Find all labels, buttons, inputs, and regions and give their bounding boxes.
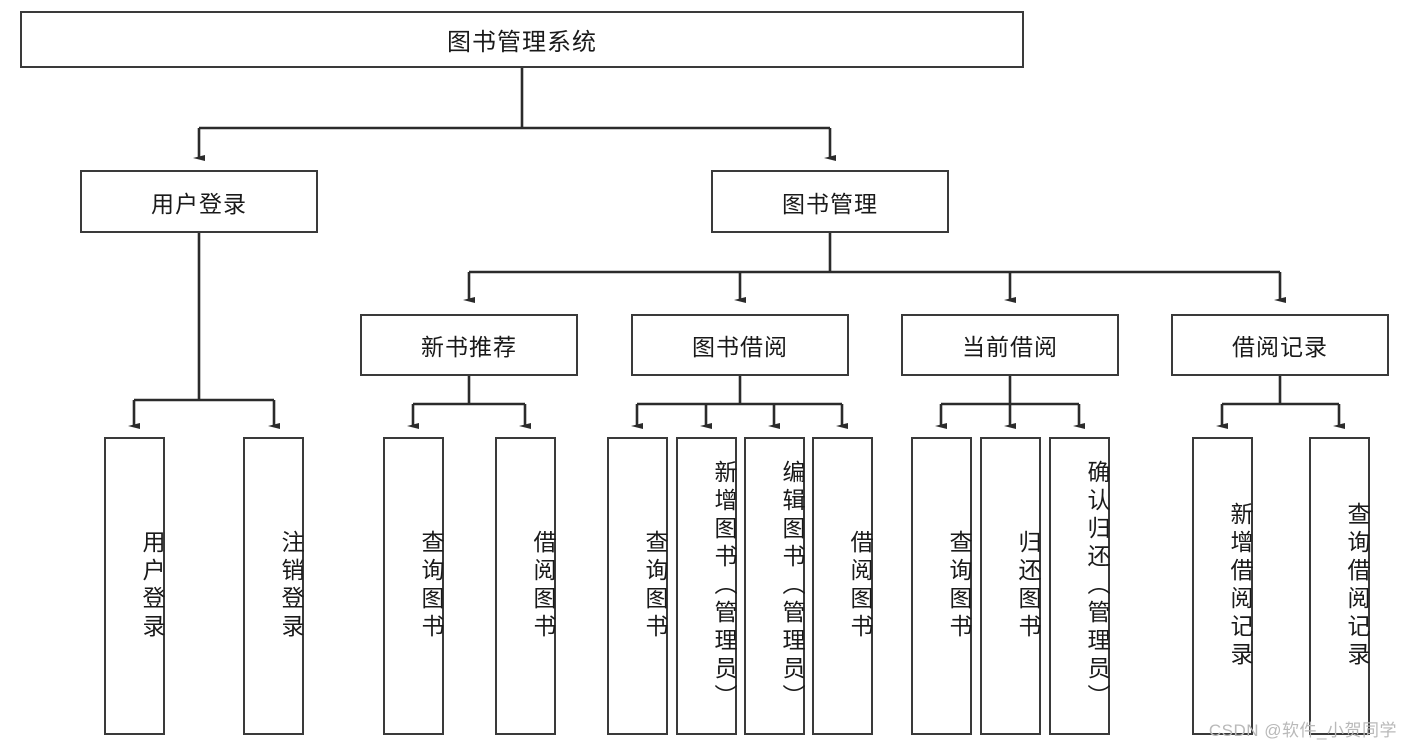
leaf-label: 借阅图书 <box>530 530 556 642</box>
leaf-label: 归还图书 <box>1015 530 1041 642</box>
leaf-label: 注销登录 <box>278 530 304 642</box>
leaf-user-login-logout[interactable]: 注销登录 <box>243 437 304 735</box>
leaf-current-return-book[interactable]: 归还图书 <box>980 437 1041 735</box>
leaf-record-query-record[interactable]: 查询借阅记录 <box>1309 437 1370 735</box>
watermark-text: CSDN @软件_小贺同学 <box>1208 721 1397 740</box>
leaf-borrow-add-book-admin[interactable]: 新增图书（管理员） <box>676 437 737 735</box>
leaf-user-login-login[interactable]: 用户登录 <box>104 437 165 735</box>
leaf-recommend-borrow-book[interactable]: 借阅图书 <box>495 437 556 735</box>
node-current-borrow[interactable]: 当前借阅 <box>901 314 1119 376</box>
leaf-borrow-query-book[interactable]: 查询图书 <box>607 437 668 735</box>
leaf-label: 编辑图书（管理员） <box>779 460 805 712</box>
leaf-record-add-record[interactable]: 新增借阅记录 <box>1192 437 1253 735</box>
leaf-label: 新增图书（管理员） <box>711 460 737 712</box>
leaf-label: 查询图书 <box>418 530 444 642</box>
leaf-current-confirm-return-admin[interactable]: 确认归还（管理员） <box>1049 437 1110 735</box>
node-root[interactable]: 图书管理系统 <box>20 11 1024 68</box>
leaf-label: 查询图书 <box>642 530 668 642</box>
node-borrow-record[interactable]: 借阅记录 <box>1171 314 1389 376</box>
leaf-current-query-book[interactable]: 查询图书 <box>911 437 972 735</box>
node-new-book-recommend[interactable]: 新书推荐 <box>360 314 578 376</box>
node-user-login[interactable]: 用户登录 <box>80 170 318 233</box>
leaf-label: 借阅图书 <box>847 530 873 642</box>
node-book-management[interactable]: 图书管理 <box>711 170 949 233</box>
leaf-recommend-query-book[interactable]: 查询图书 <box>383 437 444 735</box>
leaf-label: 查询借阅记录 <box>1344 502 1370 670</box>
leaf-borrow-edit-book-admin[interactable]: 编辑图书（管理员） <box>744 437 805 735</box>
leaf-label: 用户登录 <box>139 530 165 642</box>
leaf-borrow-borrow-book[interactable]: 借阅图书 <box>812 437 873 735</box>
node-book-borrow[interactable]: 图书借阅 <box>631 314 849 376</box>
leaf-label: 新增借阅记录 <box>1227 502 1253 670</box>
leaf-label: 查询图书 <box>946 530 972 642</box>
leaf-label: 确认归还（管理员） <box>1084 460 1110 712</box>
